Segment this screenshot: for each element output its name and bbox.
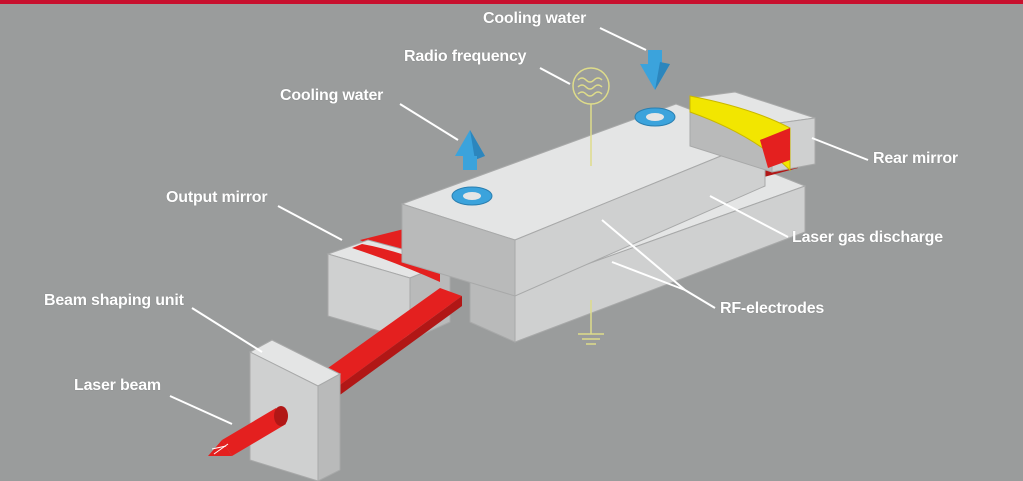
label-rear-mirror: Rear mirror (873, 150, 958, 168)
label-cooling-water-top: Cooling water (483, 10, 586, 28)
label-beam-shaping-unit: Beam shaping unit (44, 292, 184, 310)
water-port-icon (452, 187, 492, 205)
label-radio-frequency: Radio frequency (404, 48, 526, 66)
label-rf-electrodes: RF-electrodes (720, 300, 824, 318)
label-laser-gas-discharge: Laser gas discharge (792, 229, 943, 247)
cooling-water-arrow-icon (640, 50, 670, 90)
ground-icon (578, 334, 604, 344)
label-cooling-water-left: Cooling water (280, 87, 383, 105)
beam-shaping-unit-block (250, 340, 340, 481)
label-output-mirror: Output mirror (166, 189, 267, 207)
label-laser-beam: Laser beam (74, 377, 161, 395)
cooling-water-arrow-icon (455, 130, 485, 170)
water-port-icon (635, 108, 675, 126)
